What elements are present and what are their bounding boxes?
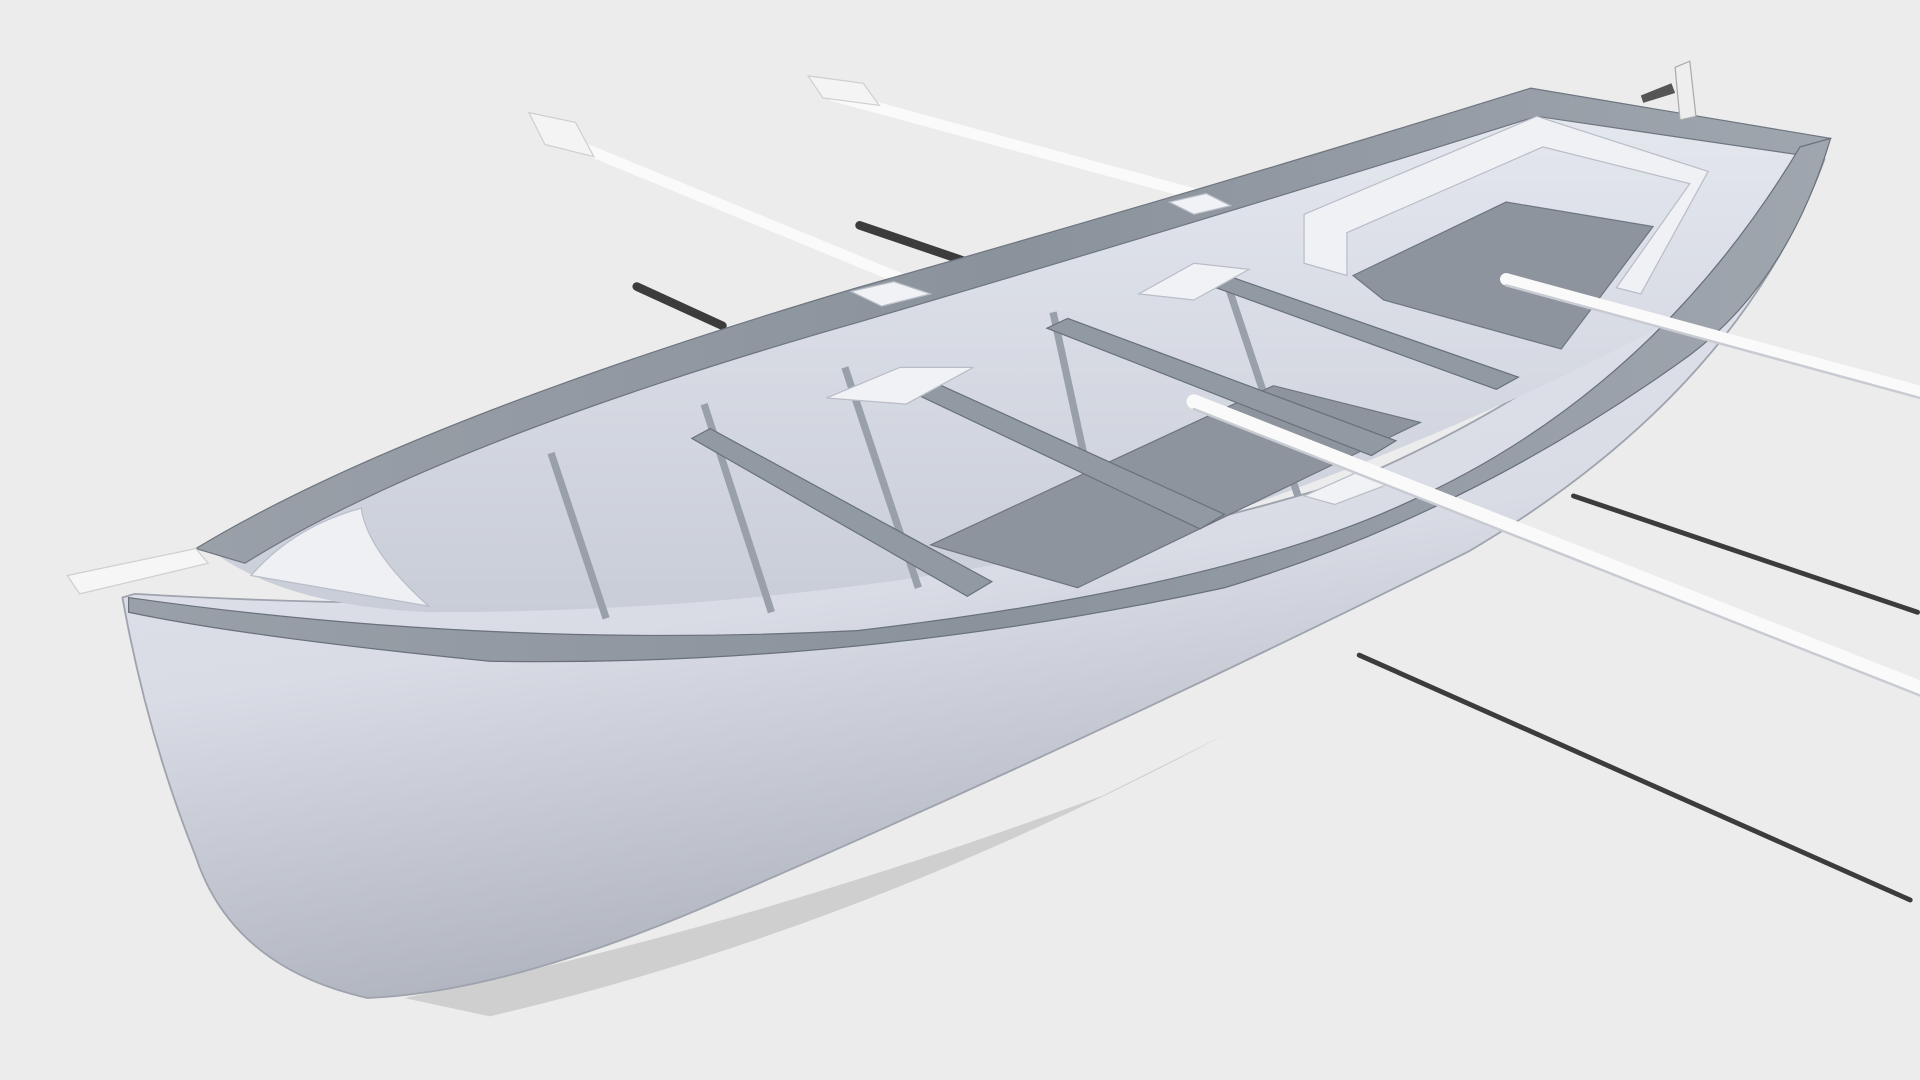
oar-shadow (855, 221, 972, 267)
hull-shadow (404, 734, 1225, 1017)
oar (1186, 394, 1920, 696)
oar-blade (527, 111, 596, 158)
bow-cap (66, 547, 210, 595)
stern-post (1674, 60, 1697, 121)
thwart (1045, 317, 1398, 457)
oar (1500, 273, 1920, 398)
rudder-tiller (1640, 83, 1676, 103)
thwarts (690, 274, 1520, 598)
oar-blade (806, 75, 881, 107)
thwart (690, 427, 994, 598)
gunwale-near (127, 137, 1832, 663)
oar-shadow (1571, 493, 1920, 615)
boat-interior (220, 110, 1800, 613)
bow-seat (249, 507, 431, 608)
oarlocks (826, 192, 1392, 506)
oars-front (1186, 273, 1920, 697)
stern-seat (1303, 115, 1710, 295)
oar-shadow (632, 282, 727, 330)
shadows (404, 221, 1920, 1017)
oar-shadow (1356, 652, 1913, 903)
